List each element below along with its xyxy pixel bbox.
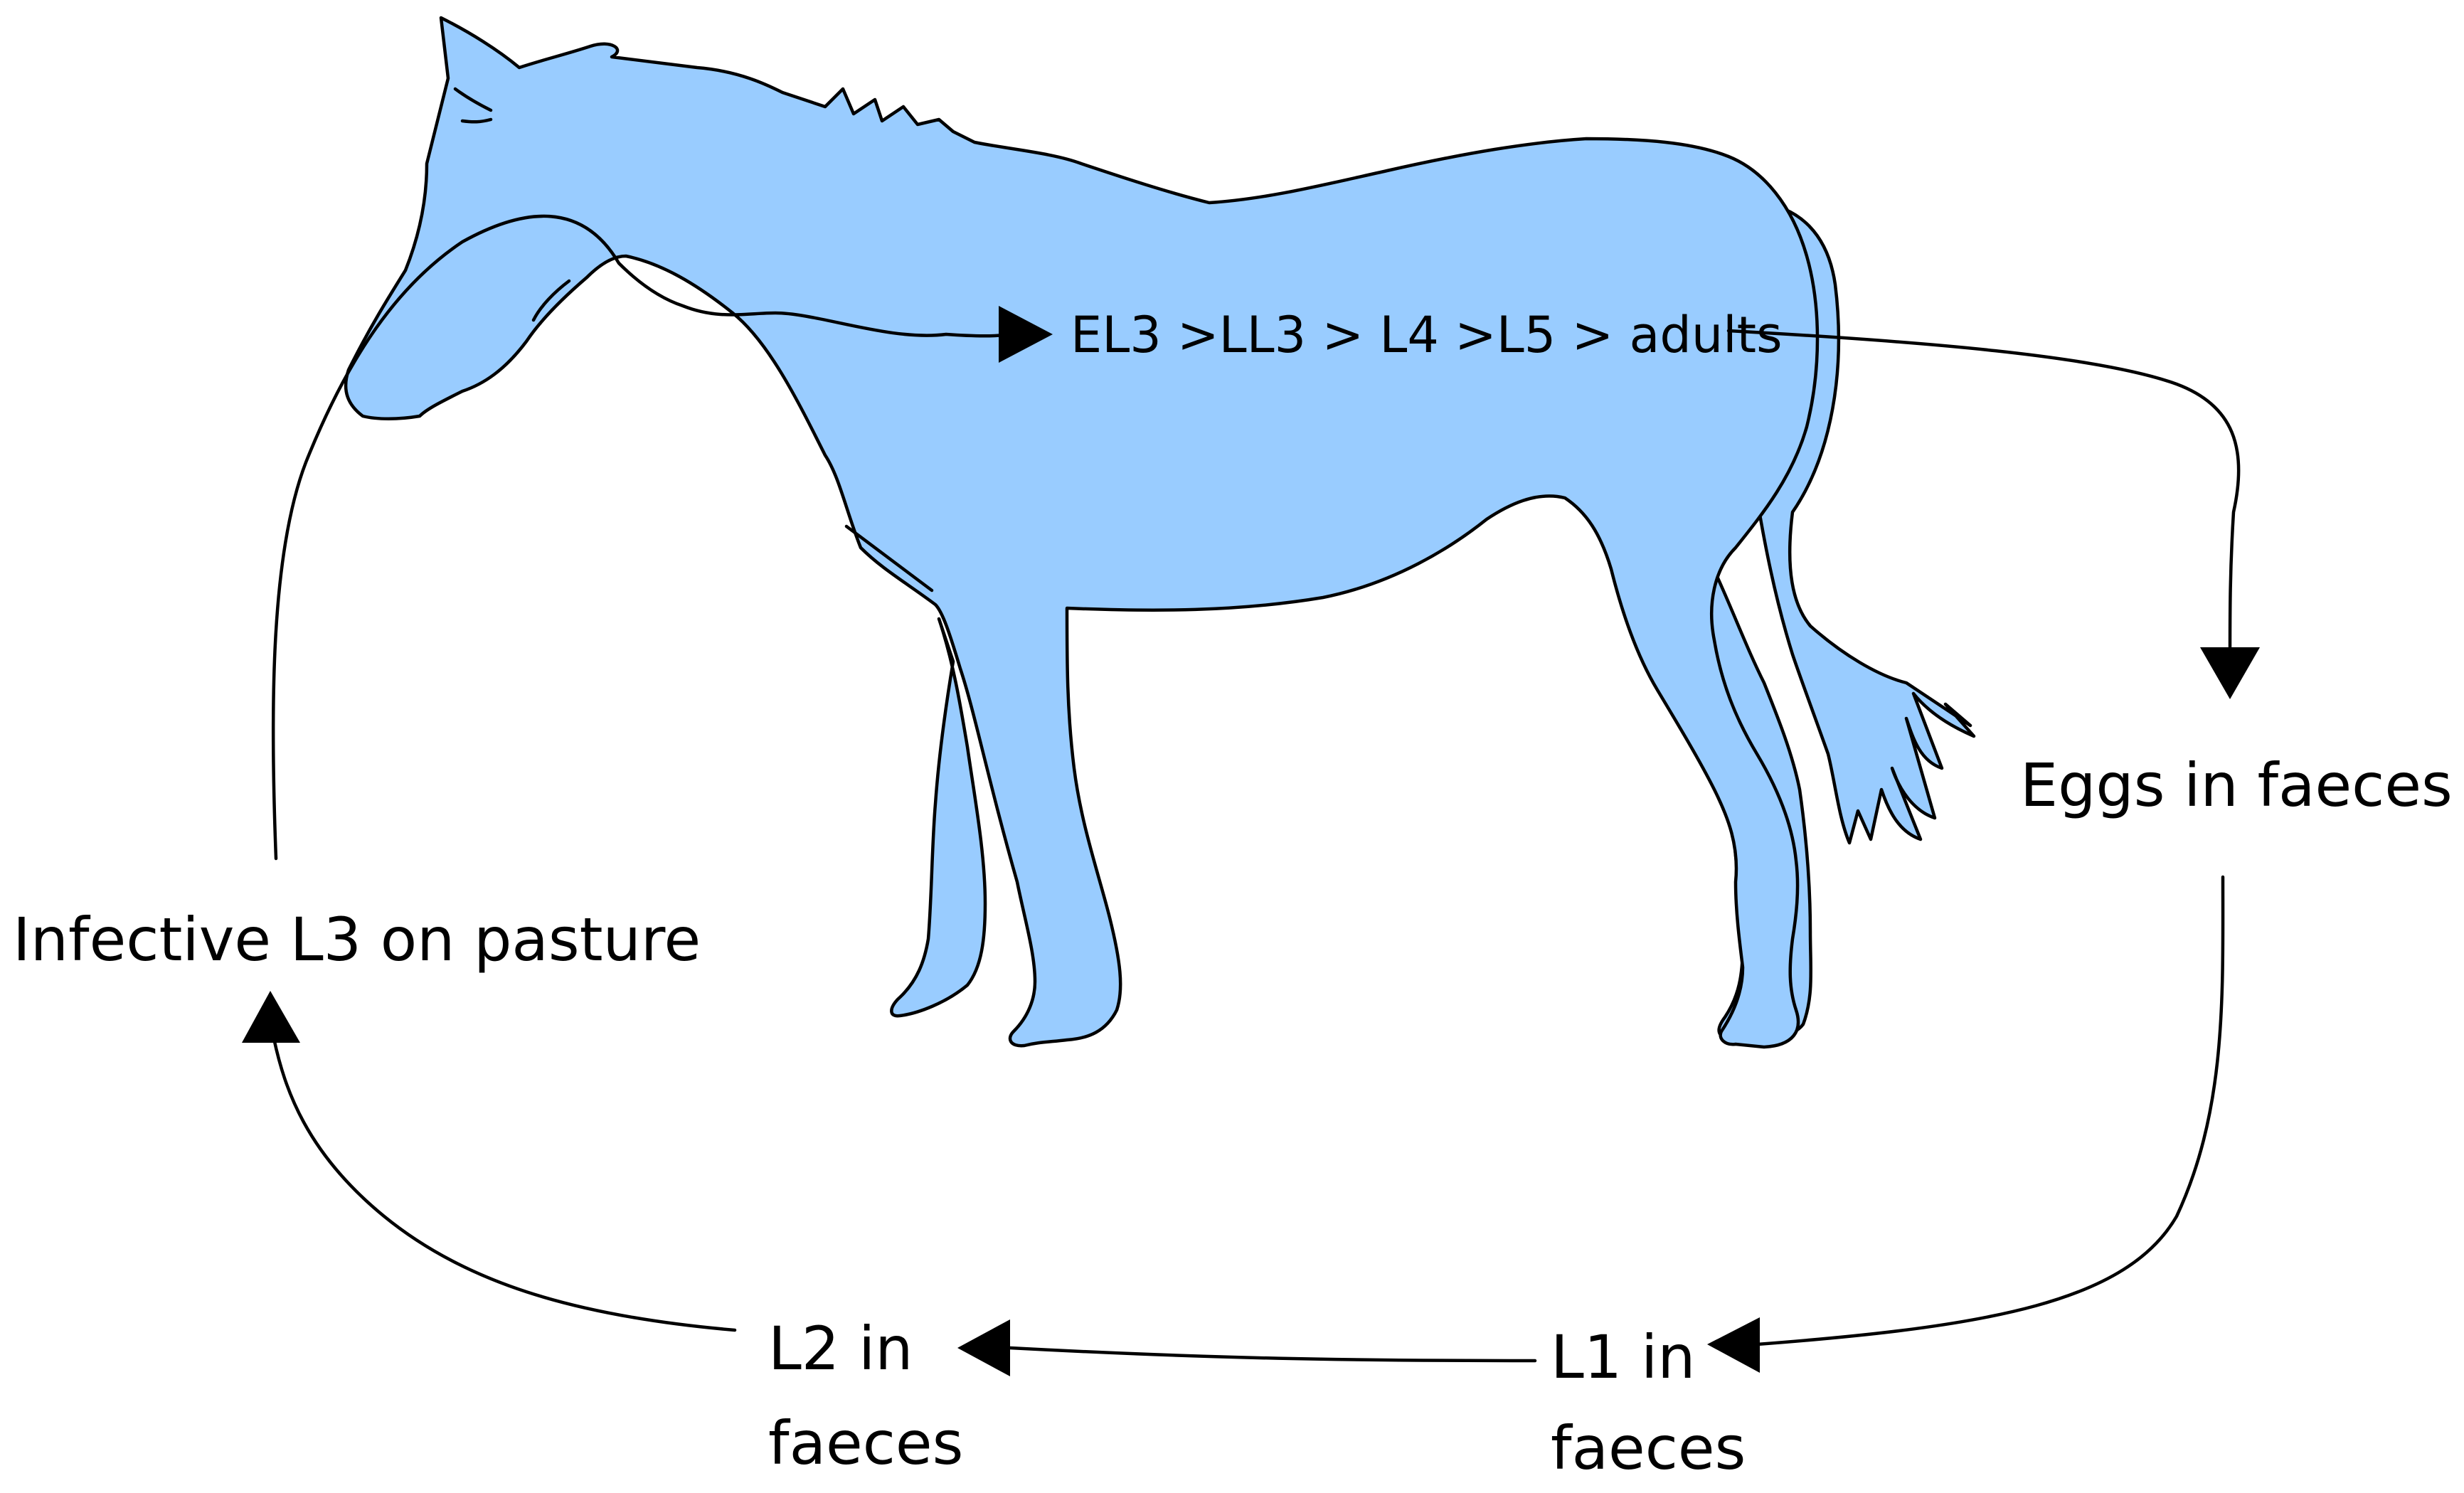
l2-label-line1: L2 in [768,1314,913,1383]
egg-shedding-arrowhead [2200,647,2260,699]
ingestion-arrowhead [999,306,1053,363]
stage-labels: EL3 >LL3 > L4 >L5 > adults Eggs in faece… [13,306,2453,1483]
horse-eye-detail [460,117,493,124]
egg-shedding-arrow-line [1726,329,2241,657]
horse-far-front-leg [890,617,987,1018]
horse-chest-detail [844,524,934,593]
horse-jaw-detail [531,279,571,322]
moult-l2-l3-arrow-line [272,1036,737,1332]
l1-label-line1: L1 in [1551,1322,1696,1392]
internal-stages-label: EL3 >LL3 > L4 >L5 > adults [1071,306,1783,364]
moult-l1-l2-arrowhead [957,1319,1010,1376]
hatching-arrow-line [1755,875,2225,1346]
eggs-in-faeces-label: Eggs in faeces [2020,750,2453,820]
l2-label-line2: faeces [768,1408,963,1478]
moult-l1-l2-arrow-line [1008,1346,1537,1363]
flow-arrows [242,214,2260,1376]
ingestion-arrow-line [271,214,1007,861]
moult-l2-l3-arrowhead [242,991,300,1043]
horse-silhouette [344,16,1976,1049]
horse-ear-detail [453,87,493,112]
infective-l3-label: Infective L3 on pasture [13,905,701,974]
hatching-arrowhead [1707,1317,1760,1373]
l1-label-line2: faeces [1551,1413,1746,1483]
horse-body [344,16,1820,1049]
